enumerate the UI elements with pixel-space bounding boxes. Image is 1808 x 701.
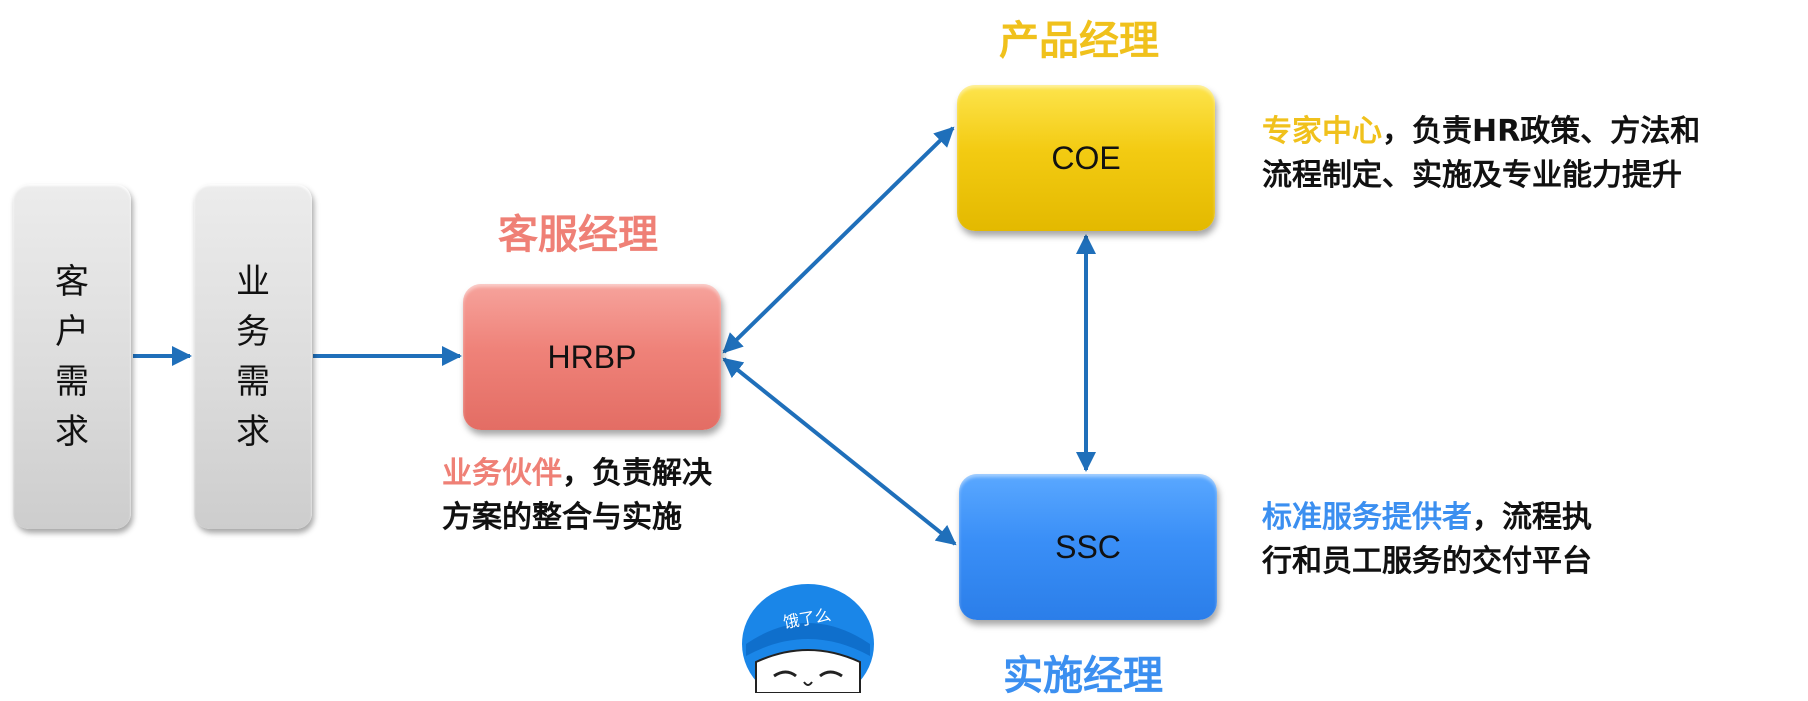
ssc-label: SSC [1055,528,1121,565]
hrbp-role-title: 客服经理 [498,212,658,258]
coe-label: COE [1051,139,1121,176]
customer-demand-box: 客 户 需 求 [13,184,131,529]
ssc-desc-highlight: 标准服务提供者 [1262,500,1472,535]
customer-demand-char: 户 [55,311,89,352]
business-demand-char: 求 [236,411,270,452]
customer-demand-char: 客 [55,261,89,302]
business-demand-box: 业 务 需 求 [194,184,312,529]
arrow-hrbp-ssc [722,357,957,546]
coe-description: 专家中心，负责HR政策、方法和 流程制定、实施及专业能力提升 [1262,110,1700,198]
hrbp-desc-line2: 方案的整合与实施 [442,500,682,535]
customer-demand-char: 需 [55,361,89,402]
hrbp-desc-highlight: 业务伙伴 [442,456,562,491]
coe-desc-highlight: 专家中心 [1262,114,1382,149]
customer-demand-char: 求 [55,411,89,452]
business-demand-char: 需 [236,361,270,402]
business-demand-char: 务 [236,311,270,352]
coe-desc-line1: ，负责HR政策、方法和 [1382,114,1701,149]
arrow-hrbp-coe [722,126,955,354]
ssc-desc-line1: ，流程执 [1472,500,1592,535]
hrbp-label: HRBP [547,338,637,375]
hrbp-desc-line1: ，负责解决 [562,456,712,491]
ssc-description: 标准服务提供者，流程执 行和员工服务的交付平台 [1262,496,1592,584]
ssc-desc-line2: 行和员工服务的交付平台 [1262,544,1592,579]
business-demand-char: 业 [236,261,270,302]
coe-node: COE [957,85,1215,231]
ssc-role-title: 实施经理 [1003,653,1163,699]
ssc-node: SSC [959,474,1217,620]
coe-role-title: 产品经理 [999,18,1159,64]
hrbp-description: 业务伙伴，负责解决 方案的整合与实施 [442,452,712,540]
hrbp-node: HRBP [463,284,721,430]
coe-desc-line2: 流程制定、实施及专业能力提升 [1262,158,1682,193]
delivery-rider-helmet-icon: 饿了么 [742,584,874,693]
